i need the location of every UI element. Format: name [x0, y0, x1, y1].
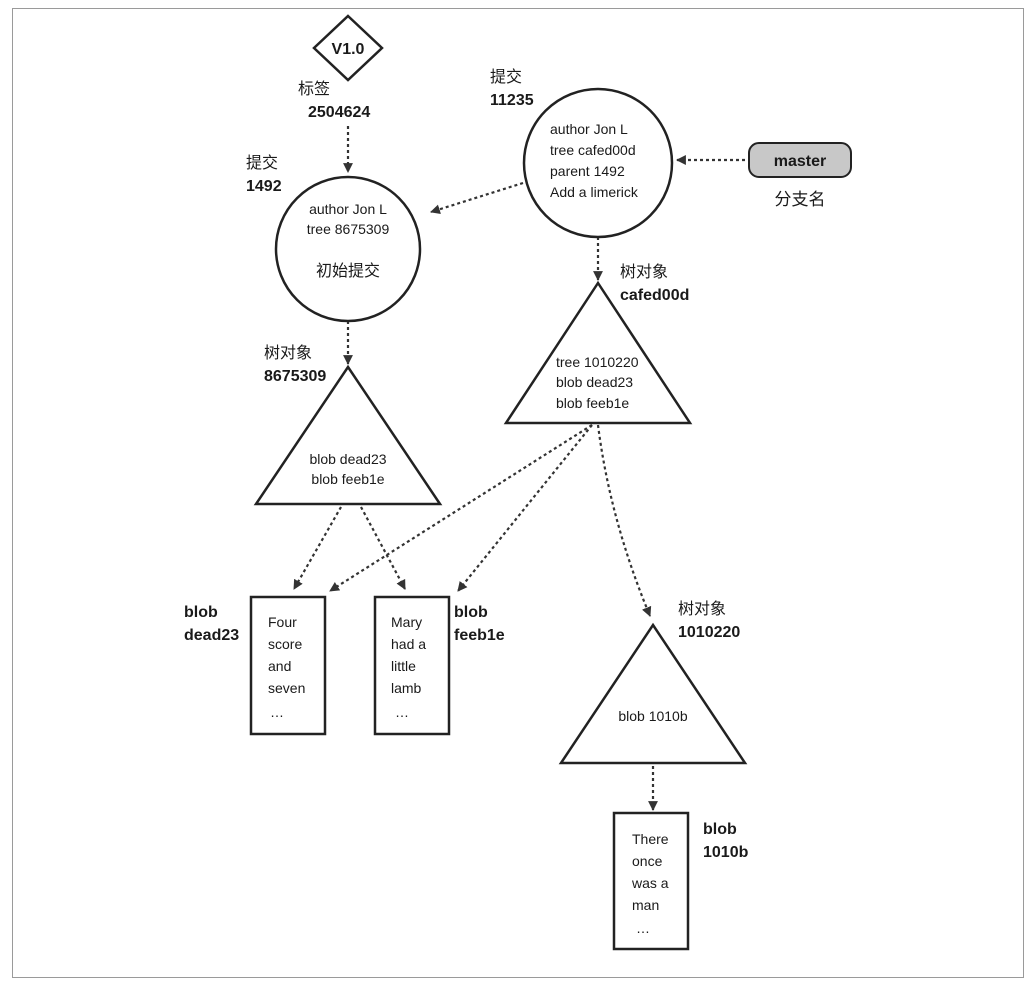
edge-tree-head-to-blob-feeb1e — [457, 424, 593, 592]
diagram-frame — [12, 8, 1024, 978]
tree-cafed00d-kind: 树对象 — [620, 263, 668, 281]
commit-11235-circle — [522, 87, 674, 239]
edge-tree-head-to-blob-dead23 — [329, 424, 593, 592]
tree-1010220-line: blob 1010b — [618, 708, 688, 724]
blob-feeb1e-label: blob — [454, 604, 488, 621]
tag-node: V1.0 标签 2504624 — [298, 14, 384, 121]
blob-1010b-box — [612, 811, 690, 951]
blob-feeb1e-label: feeb1e — [454, 627, 505, 644]
commit-1492-line: tree 8675309 — [307, 221, 390, 237]
blob-feeb1e-box — [373, 595, 451, 736]
branch-pill — [748, 142, 852, 178]
blob-dead23-label: blob — [184, 604, 218, 621]
blob-feeb1e-text: had a — [391, 636, 426, 652]
commit-node-1492: 提交 1492 author Jon L tree 8675309 初始提交 — [246, 154, 422, 323]
branch-caption: 分支名 — [775, 190, 826, 209]
blob-node-dead23: blob dead23 Four score and seven … — [184, 595, 327, 736]
tree-cafed00d-line: blob dead23 — [556, 374, 633, 390]
commit-11235-line: tree cafed00d — [550, 142, 636, 158]
tree-8675309-line: blob feeb1e — [311, 471, 384, 487]
blob-1010b-label: 1010b — [703, 844, 749, 861]
blob-node-1010b: There once was a man … blob 1010b — [612, 811, 749, 951]
tree-1010220-triangle — [558, 622, 748, 765]
blob-dead23-text: Four — [268, 614, 297, 630]
blob-feeb1e-text: … — [395, 704, 409, 720]
blob-node-feeb1e: Mary had a little lamb … blob feeb1e — [373, 595, 505, 736]
edge-tree-head-to-tree-sub — [596, 424, 652, 617]
tree-8675309-kind: 树对象 — [264, 344, 312, 362]
blob-1010b-text: once — [632, 853, 663, 869]
commit-1492-id: 1492 — [246, 178, 282, 195]
tree-cafed00d-line: tree 1010220 — [556, 354, 639, 370]
tree-cafed00d-id: cafed00d — [620, 287, 689, 304]
blob-1010b-text: was a — [631, 875, 669, 891]
blob-1010b-text: … — [636, 920, 650, 936]
tree-node-1010220: 树对象 1010220 blob 1010b — [558, 600, 748, 765]
commit-node-11235: 提交 11235 author Jon L tree cafed00d pare… — [490, 68, 674, 239]
commit-11235-id: 11235 — [490, 92, 534, 109]
commit-11235-kind: 提交 — [490, 68, 522, 86]
commit-11235-line: Add a limerick — [550, 184, 639, 200]
blob-dead23-box — [249, 595, 327, 736]
branch-name: master — [774, 153, 826, 170]
tree-node-cafed00d: 树对象 cafed00d tree 1010220 blob dead23 bl… — [503, 263, 693, 425]
blob-1010b-text: There — [632, 831, 669, 847]
tree-node-8675309: 树对象 8675309 blob dead23 blob feeb1e — [253, 344, 443, 506]
tree-cafed00d-triangle — [503, 280, 693, 425]
blob-feeb1e-text: lamb — [391, 680, 422, 696]
blob-1010b-text: man — [632, 897, 659, 913]
blob-dead23-text: score — [268, 636, 302, 652]
tree-8675309-line: blob dead23 — [309, 451, 386, 467]
blob-dead23-text: … — [270, 704, 284, 720]
commit-1492-line: author Jon L — [309, 201, 387, 217]
commit-1492-kind: 提交 — [246, 154, 278, 172]
tag-diamond-shape — [312, 14, 384, 82]
commit-1492-circle — [274, 175, 422, 323]
tree-8675309-triangle — [253, 364, 443, 506]
tree-1010220-kind: 树对象 — [678, 600, 726, 618]
branch-master: master 分支名 — [748, 142, 852, 209]
blob-dead23-text: and — [268, 658, 291, 674]
tree-cafed00d-line: blob feeb1e — [556, 395, 629, 411]
blob-dead23-text: seven — [268, 680, 305, 696]
commit-11235-line: author Jon L — [550, 121, 628, 137]
tag-kind: 标签 — [298, 80, 330, 98]
blob-1010b-label: blob — [703, 821, 737, 838]
blob-dead23-label: dead23 — [184, 627, 239, 644]
edge-commit-head-to-commit-root — [430, 181, 524, 215]
blob-feeb1e-text: Mary — [391, 614, 422, 630]
commit-1492-message: 初始提交 — [316, 262, 380, 280]
edge-tree-root-to-blob-dead23 — [293, 506, 342, 590]
tag-name: V1.0 — [332, 41, 365, 58]
tree-1010220-id: 1010220 — [678, 624, 740, 641]
tag-id: 2504624 — [308, 104, 370, 121]
tree-8675309-id: 8675309 — [264, 368, 326, 385]
blob-feeb1e-text: little — [391, 658, 416, 674]
commit-11235-line: parent 1492 — [550, 163, 625, 179]
